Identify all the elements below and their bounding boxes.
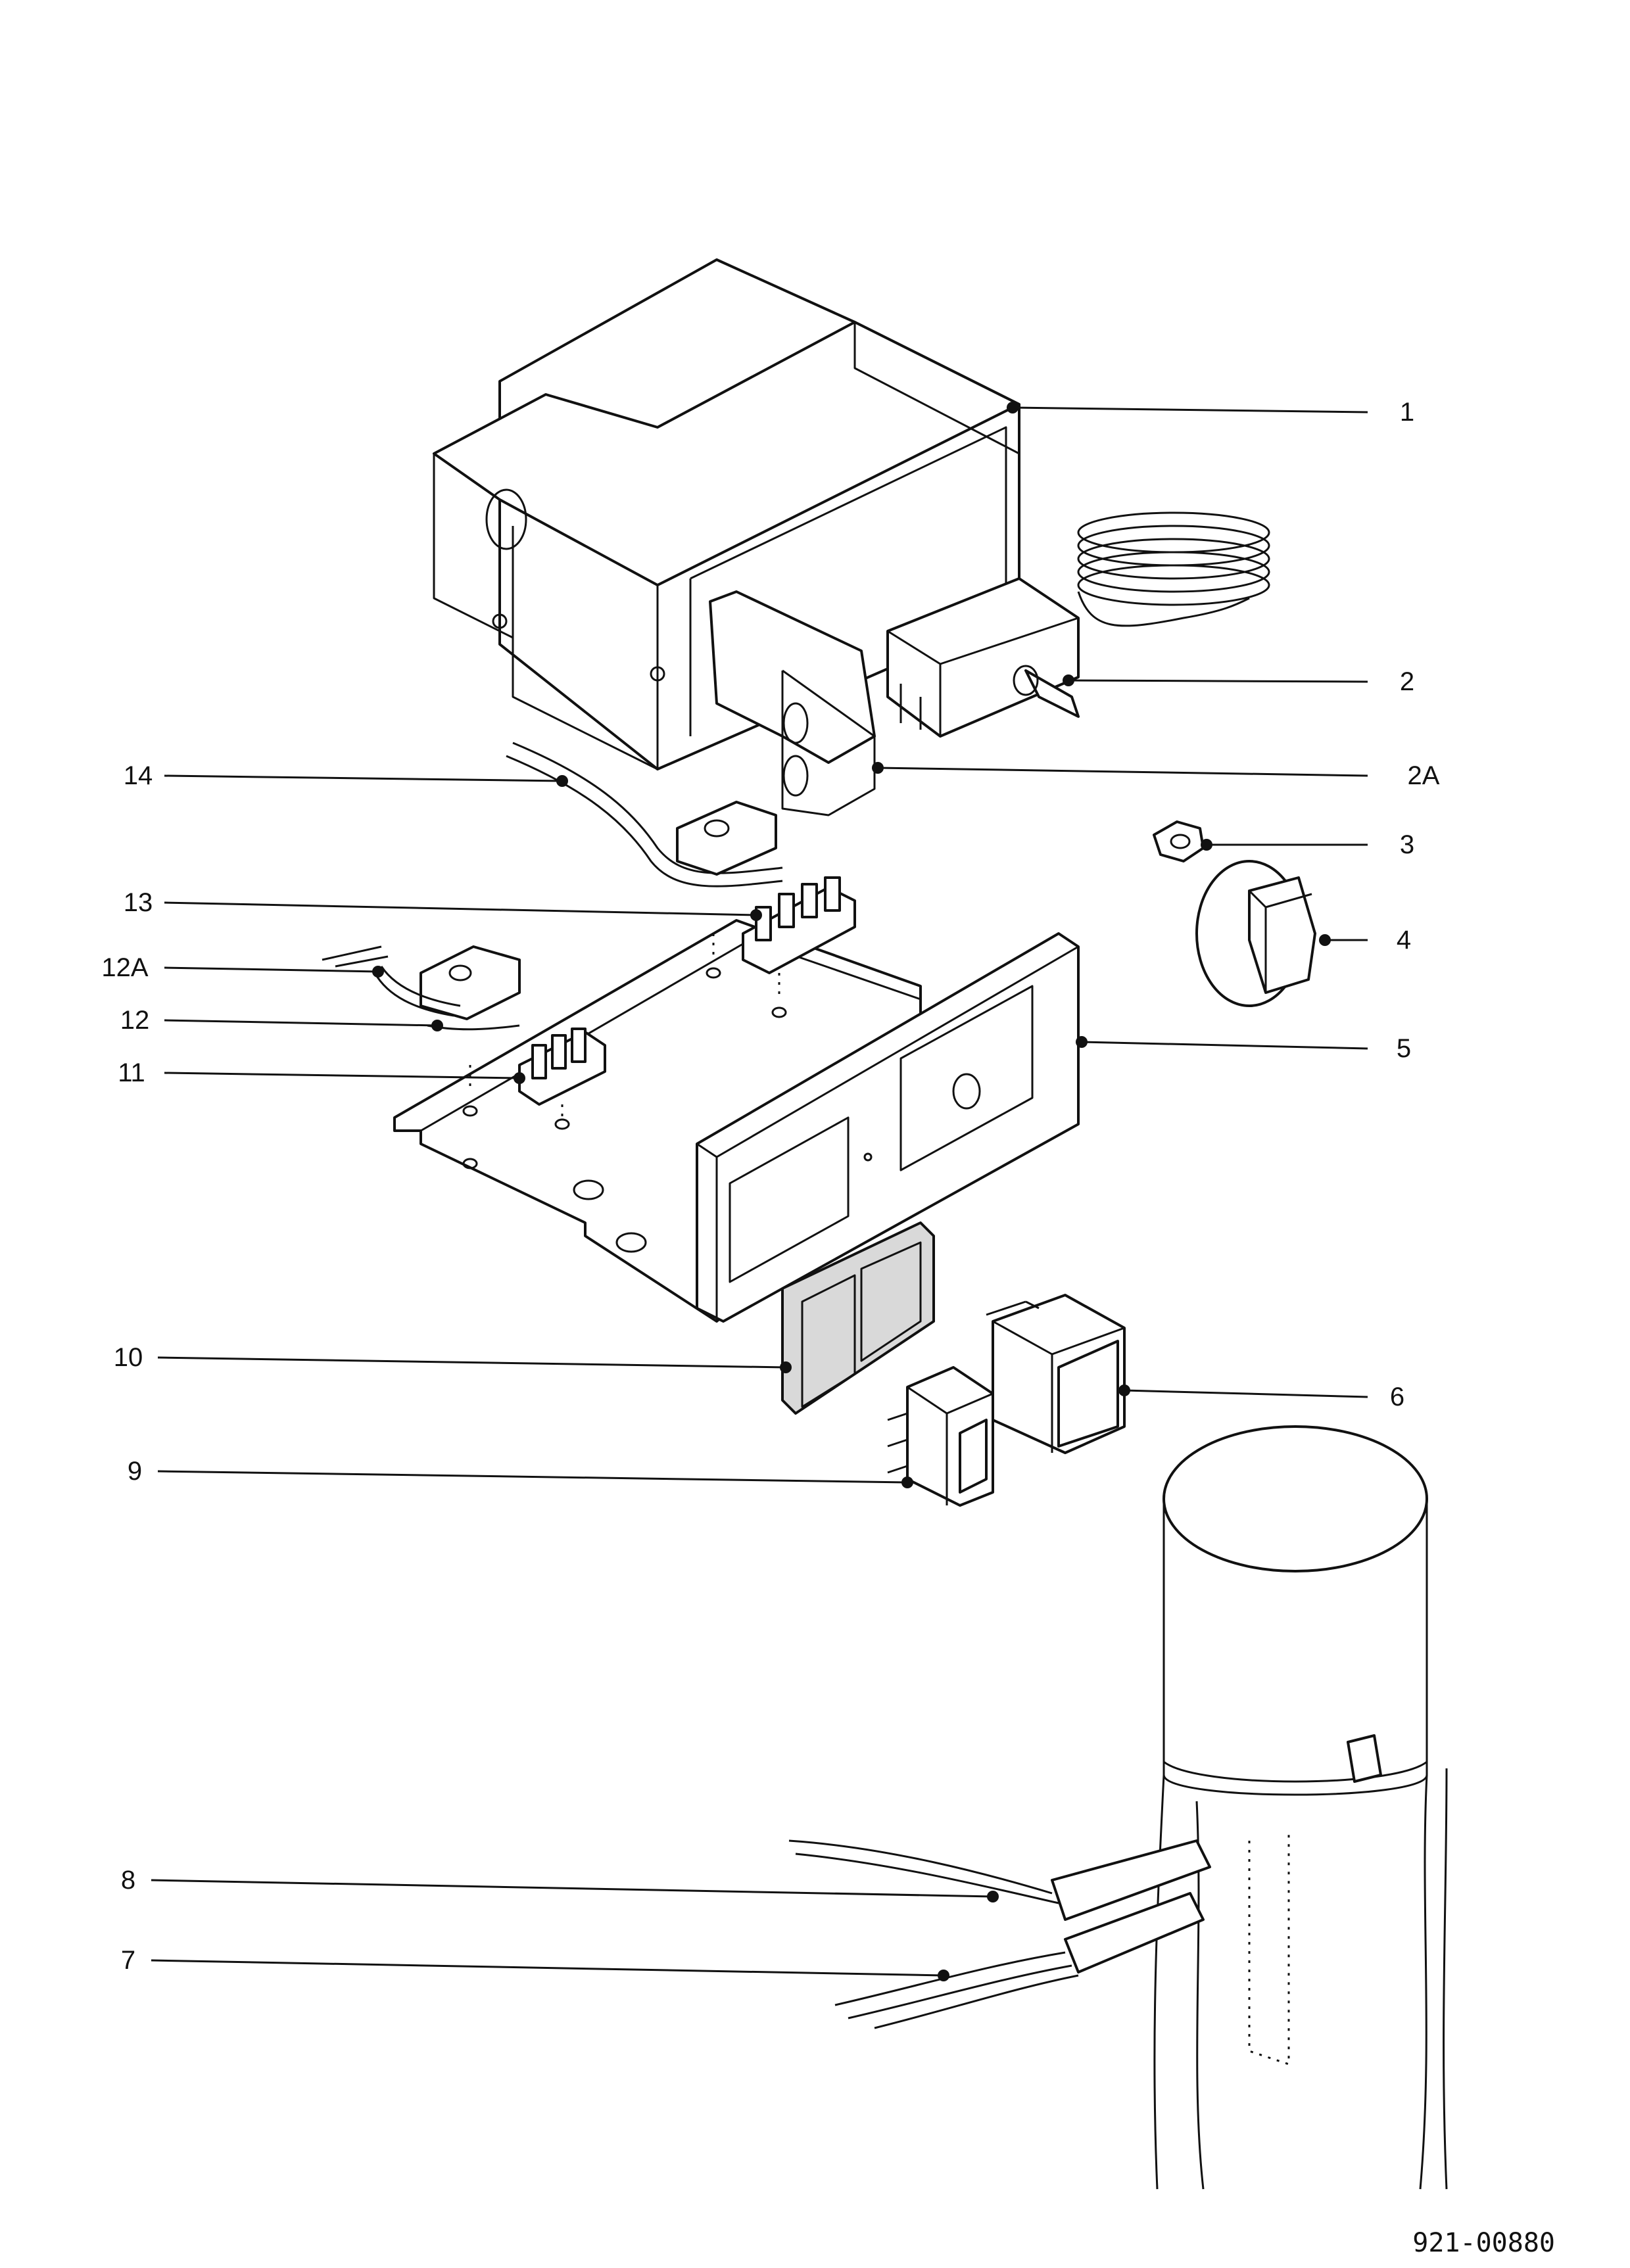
callout-label-11: 11 — [118, 1058, 145, 1087]
part-14-cable — [506, 742, 783, 887]
callout-label-9: 9 — [128, 1457, 142, 1486]
part-7-wire — [834, 1892, 1205, 2029]
part-9-rocker-switch — [887, 1366, 994, 1507]
drawing-number: 921-00880 — [1412, 2228, 1555, 2258]
part-13-terminal-block — [712, 876, 856, 999]
part-11-terminal-block — [469, 1028, 606, 1118]
part-2-thermostat — [886, 511, 1270, 738]
part-8-wire — [788, 1839, 1211, 1921]
callout-label-1: 1 — [1400, 398, 1414, 427]
callout-label-5: 5 — [1397, 1034, 1411, 1063]
callout-labels: 1 2 2A 3 4 5 6 7 8 9 10 11 12 12A 13 14 — [101, 398, 1439, 1975]
callout-label-2A: 2A — [1408, 761, 1440, 790]
callout-label-10: 10 — [114, 1343, 143, 1372]
pipe-with-sensor — [1153, 1425, 1448, 2190]
part-4-knob — [1195, 860, 1316, 1007]
part-12-cable-clamp — [419, 945, 521, 1031]
callout-label-8: 8 — [121, 1866, 135, 1895]
part-10-switch-cover — [781, 1221, 935, 1415]
callout-label-14: 14 — [124, 761, 153, 790]
callout-label-12A: 12A — [101, 953, 148, 982]
part-6-rocker-switch — [986, 1294, 1126, 1454]
callout-leaders — [151, 402, 1368, 1981]
callout-label-13: 13 — [124, 888, 153, 917]
part-5-control-panel — [393, 919, 1080, 1323]
part-12A-cable — [322, 945, 461, 1017]
callout-label-3: 3 — [1400, 830, 1414, 859]
callout-label-7: 7 — [121, 1946, 135, 1975]
callout-label-2: 2 — [1400, 667, 1414, 696]
callout-label-12: 12 — [120, 1006, 150, 1035]
part-3-nut — [1153, 820, 1205, 862]
callout-label-6: 6 — [1390, 1382, 1404, 1411]
callout-label-4: 4 — [1397, 926, 1411, 955]
